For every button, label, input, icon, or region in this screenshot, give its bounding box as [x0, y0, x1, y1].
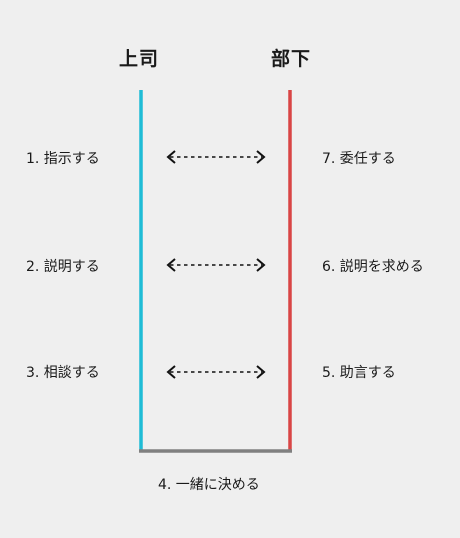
- left-step-1: 1. 指示する: [26, 151, 100, 167]
- double-arrow: [166, 365, 266, 379]
- double-arrow: [166, 150, 266, 164]
- double-arrow: [166, 258, 266, 272]
- arrow-group: [166, 150, 266, 379]
- left-step-3: 3. 相談する: [26, 365, 100, 381]
- subordinate-header: 部下: [271, 48, 312, 70]
- right-step-5: 5. 助言する: [322, 365, 396, 381]
- right-step-7: 7. 委任する: [322, 151, 396, 167]
- right-step-6: 6. 説明を求める: [322, 259, 424, 275]
- boss-header: 上司: [119, 48, 160, 70]
- left-step-2: 2. 説明する: [26, 259, 100, 275]
- bottom-step-4: 4. 一緒に決める: [158, 477, 260, 493]
